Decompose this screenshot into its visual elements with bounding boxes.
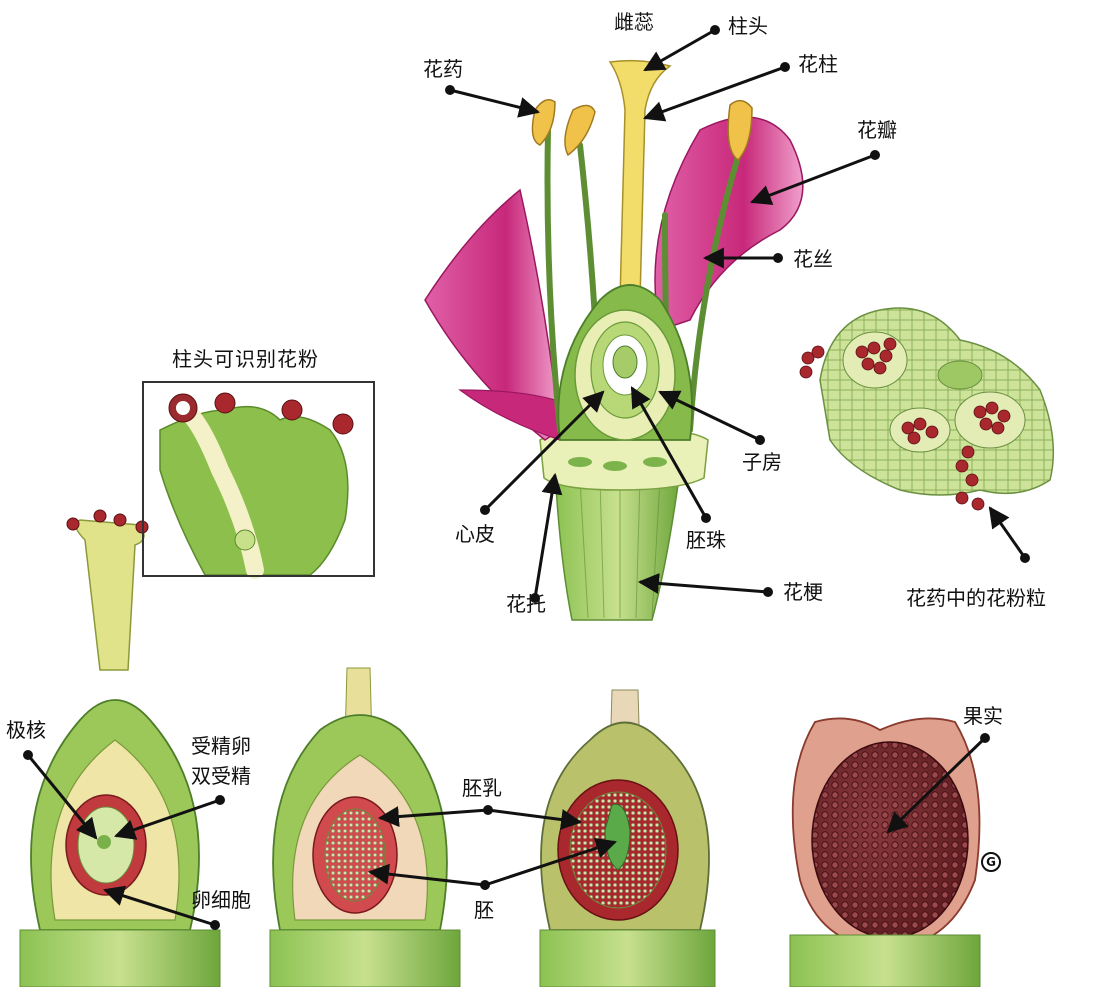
label-carpel: 心皮 bbox=[455, 522, 495, 546]
label-pistil: 雌蕊 bbox=[614, 10, 654, 34]
label-fruit: 果实 bbox=[963, 704, 1003, 728]
label-style: 花柱 bbox=[798, 52, 838, 76]
leader-dots bbox=[23, 25, 1030, 930]
stage-3-pistil bbox=[539, 689, 716, 987]
label-receptacle: 花托 bbox=[506, 592, 546, 616]
label-double-fertilization: 双受精 bbox=[191, 764, 251, 788]
stage-1-pistil bbox=[19, 509, 221, 987]
label-pedicel: 花梗 bbox=[783, 580, 823, 604]
stigma-inset-frame bbox=[142, 381, 375, 577]
anther-cross-section bbox=[799, 307, 1055, 511]
label-endosperm: 胚乳 bbox=[462, 776, 502, 800]
stage-2-pistil bbox=[269, 667, 461, 987]
label-anther: 花药 bbox=[423, 57, 463, 81]
inset-title: 柱头可识别花粉 bbox=[172, 347, 319, 371]
stage-4-fruit bbox=[789, 717, 981, 987]
copyright-mark: G bbox=[981, 852, 1001, 872]
label-pollen-grains: 花药中的花粉粒 bbox=[906, 586, 1046, 610]
label-egg-cell: 卵细胞 bbox=[191, 888, 251, 912]
leader-lines bbox=[26, 28, 1027, 927]
label-ovary: 子房 bbox=[742, 450, 782, 474]
label-fertilized-egg: 受精卵 bbox=[191, 734, 251, 758]
label-embryo: 胚 bbox=[474, 898, 494, 922]
label-ovule: 胚珠 bbox=[686, 528, 726, 552]
label-petal: 花瓣 bbox=[857, 118, 897, 142]
stigma-inset-art bbox=[159, 392, 354, 579]
label-stigma: 柱头 bbox=[728, 14, 768, 38]
label-filament: 花丝 bbox=[793, 247, 833, 271]
label-polar-nuclei: 极核 bbox=[6, 718, 46, 742]
